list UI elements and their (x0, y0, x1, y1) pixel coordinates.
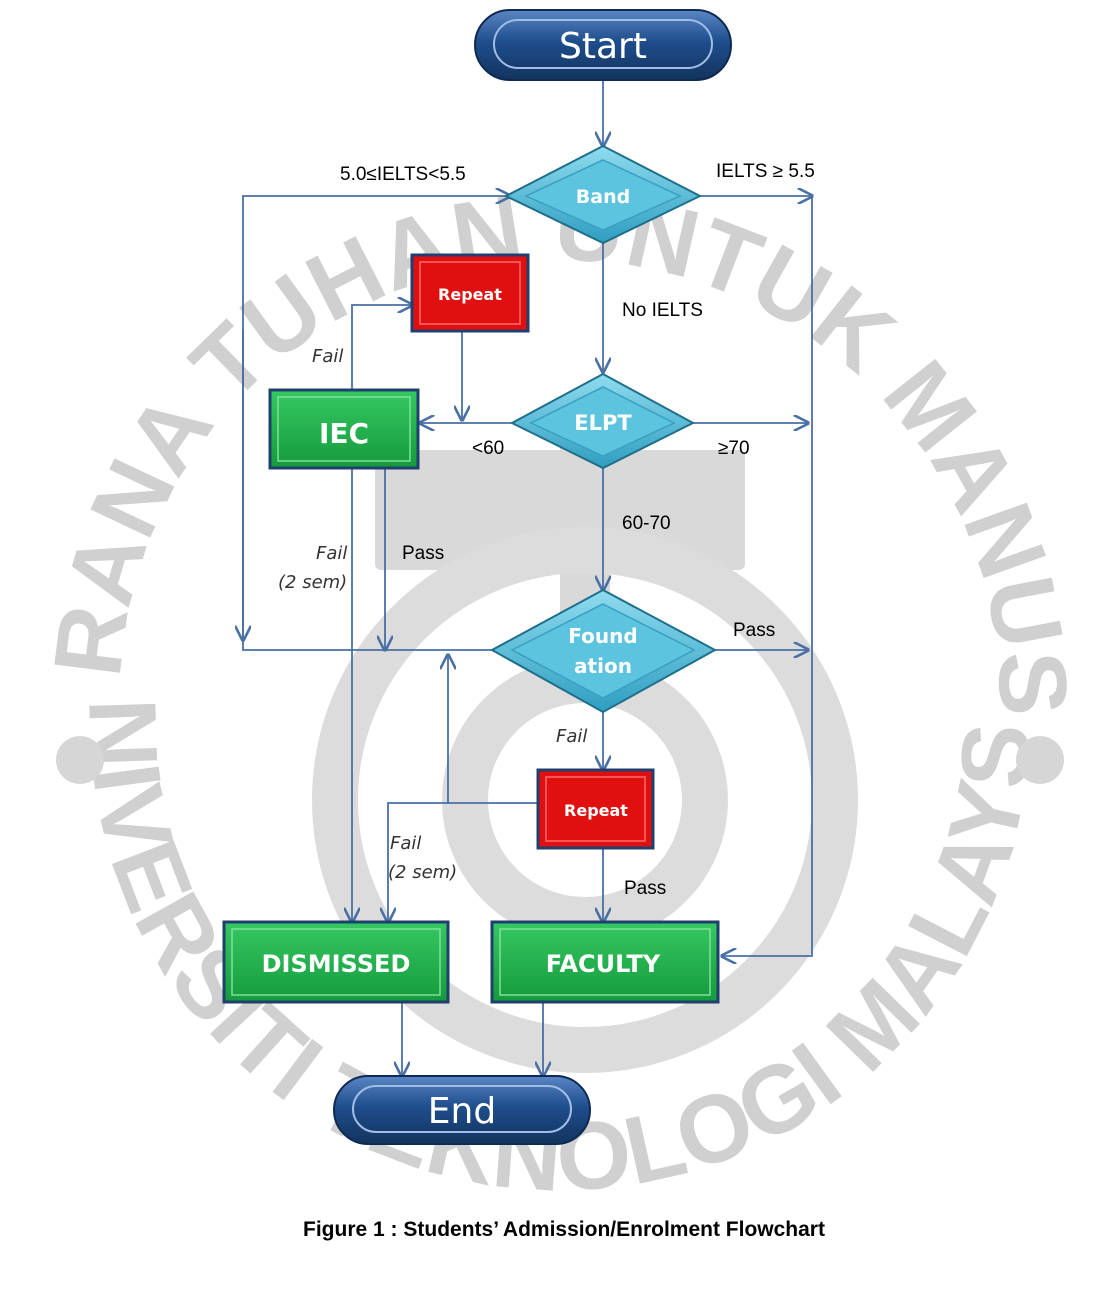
label-foundation-pass: Pass (733, 620, 775, 641)
repeat-top-box: Repeat (410, 253, 530, 333)
label-foundation-fail: Fail (556, 726, 587, 747)
end-label: End (428, 1091, 496, 1132)
foundation-decision: Found ation (489, 588, 718, 714)
repeat-top-label: Repeat (438, 285, 502, 304)
figure-caption: Figure 1 : Students’ Admission/Enrolment… (303, 1218, 825, 1241)
iec-box: IEC (268, 388, 420, 470)
foundation-label-line1: Found (568, 624, 637, 648)
foundation-label-line2: ation (574, 654, 632, 678)
label-ielts-high: IELTS ≥ 5.5 (716, 161, 815, 182)
label-iec-fail2-line1: Fail (316, 543, 347, 564)
label-repeat-fail-line2: (2 sem) (388, 862, 457, 883)
repeat-bottom-label: Repeat (564, 801, 628, 820)
band-decision: Band (503, 144, 703, 245)
label-elpt-low: <60 (472, 438, 504, 459)
connectors (243, 80, 812, 1076)
dismissed-box: DISMISSED (222, 920, 450, 1004)
label-repeat-pass: Pass (624, 878, 666, 899)
repeat-bottom-box: Repeat (536, 768, 655, 850)
elpt-decision: ELPT (509, 372, 696, 470)
arrow-repeat-foundation (448, 655, 538, 804)
arrow-repeat-dismissed (388, 802, 448, 922)
label-elpt-mid: 60-70 (622, 513, 671, 534)
faculty-label: FACULTY (546, 950, 661, 978)
start-label: Start (559, 26, 647, 67)
label-ielts-mid: 5.0≤IELTS<5.5 (340, 164, 466, 185)
label-no-ielts: No IELTS (622, 300, 703, 321)
end-terminator: End (333, 1075, 591, 1145)
arrow-iec-repeat (351, 305, 412, 390)
arrow-right-to-faculty (722, 196, 813, 956)
iec-label: IEC (319, 417, 369, 450)
dismissed-label: DISMISSED (262, 950, 411, 978)
label-iec-fail2-line2: (2 sem) (278, 572, 347, 593)
label-iec-pass: Pass (402, 543, 444, 564)
elpt-label: ELPT (574, 411, 632, 435)
start-terminator: Start (474, 9, 732, 81)
label-iec-fail: Fail (312, 346, 343, 367)
faculty-box: FACULTY (490, 920, 720, 1004)
band-label: Band (576, 186, 630, 208)
label-elpt-high: ≥70 (718, 438, 750, 459)
label-repeat-fail-line1: Fail (390, 833, 421, 854)
